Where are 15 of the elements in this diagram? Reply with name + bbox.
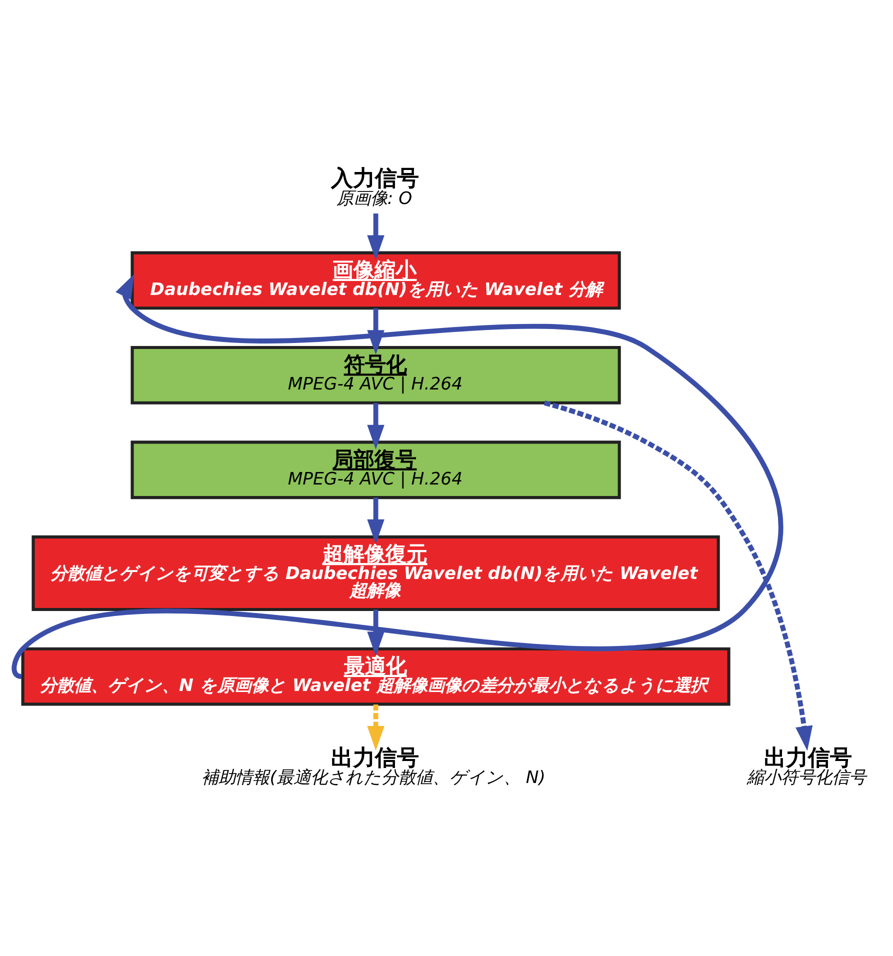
arrow (366, 213, 384, 260)
arrow (543, 400, 812, 750)
node-text: 出力信号 縮小符号化信号 (746, 744, 866, 788)
arrow (366, 704, 384, 750)
arrow (12, 273, 782, 678)
node-text: 入力信号 原画像: O (330, 165, 418, 208)
node-box: 局部復号 MPEG-4 AVC | H.264 (130, 440, 620, 499)
node-box: 超解像復元 分散値とゲインを可変とする Daubechies Wavelet db(N)を用いた Wavelet 超解像 (31, 534, 720, 611)
node-box: 符号化 MPEG-4 AVC | H.264 (130, 345, 620, 404)
node-box: 画像縮小 Daubechies Wavelet db(N)を用いた Wavelet 分解 (130, 250, 620, 310)
arrow (366, 497, 384, 544)
node-text: 出力信号 補助情報(最適化された分散値、ゲイン、 N) (201, 744, 546, 788)
node-box: 最適化 分散値、ゲイン、N を原画像と Wavelet 超解像画像の差分が最小となるように選択 (20, 646, 730, 706)
arrow (366, 609, 384, 656)
arrow (366, 402, 384, 449)
